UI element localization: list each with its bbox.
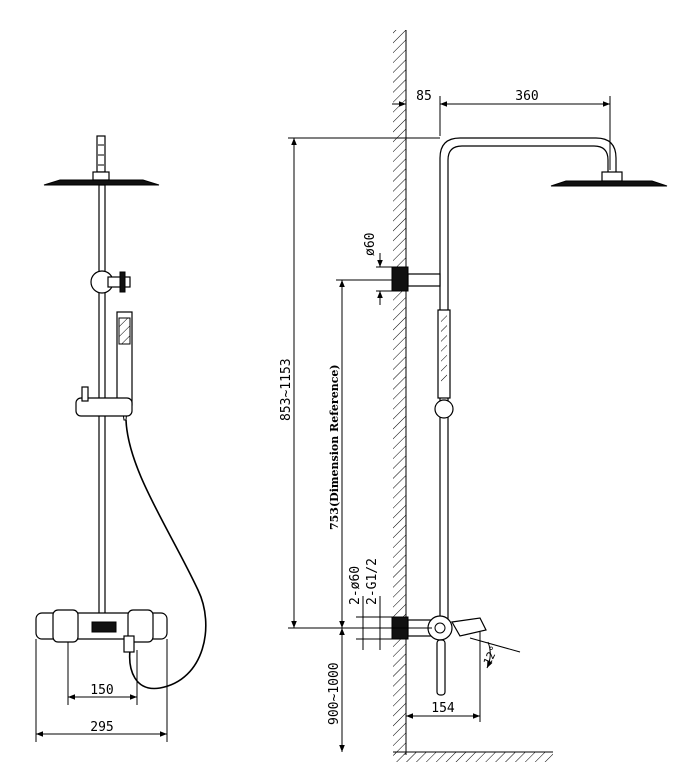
- flange-dia-label: ø60: [363, 233, 378, 256]
- mount-height-label: 900~1000: [327, 662, 342, 725]
- side-view: 85 360 ø60 853~1153 753(Dimension Refere…: [279, 30, 668, 762]
- outlet-depth-label: 154: [431, 701, 455, 716]
- body-width-label: 295: [90, 720, 113, 735]
- spout-angle-label: 12°: [481, 644, 501, 668]
- height-range-label: 853~1153: [279, 358, 294, 421]
- arm-length-label: 360: [515, 89, 538, 104]
- top-offset-label: 85: [416, 89, 432, 104]
- front-view: 150 295: [35, 135, 207, 742]
- shower-hose: [125, 419, 207, 690]
- inlet-dia-label: 2-ø60: [348, 566, 363, 605]
- thread-size-label: 2-G1/2: [365, 558, 380, 605]
- spout: [451, 617, 487, 637]
- side-shower-head: [550, 180, 668, 187]
- side-wall-bracket: [391, 266, 409, 292]
- inlet-spacing-label: 150: [90, 683, 113, 698]
- slide-bar-holder: [75, 397, 133, 417]
- top-connector: [96, 135, 106, 173]
- wall-hatch: [393, 30, 406, 755]
- rain-shower-head: [43, 179, 160, 186]
- center-height-label: 753(Dimension Reference): [328, 364, 341, 530]
